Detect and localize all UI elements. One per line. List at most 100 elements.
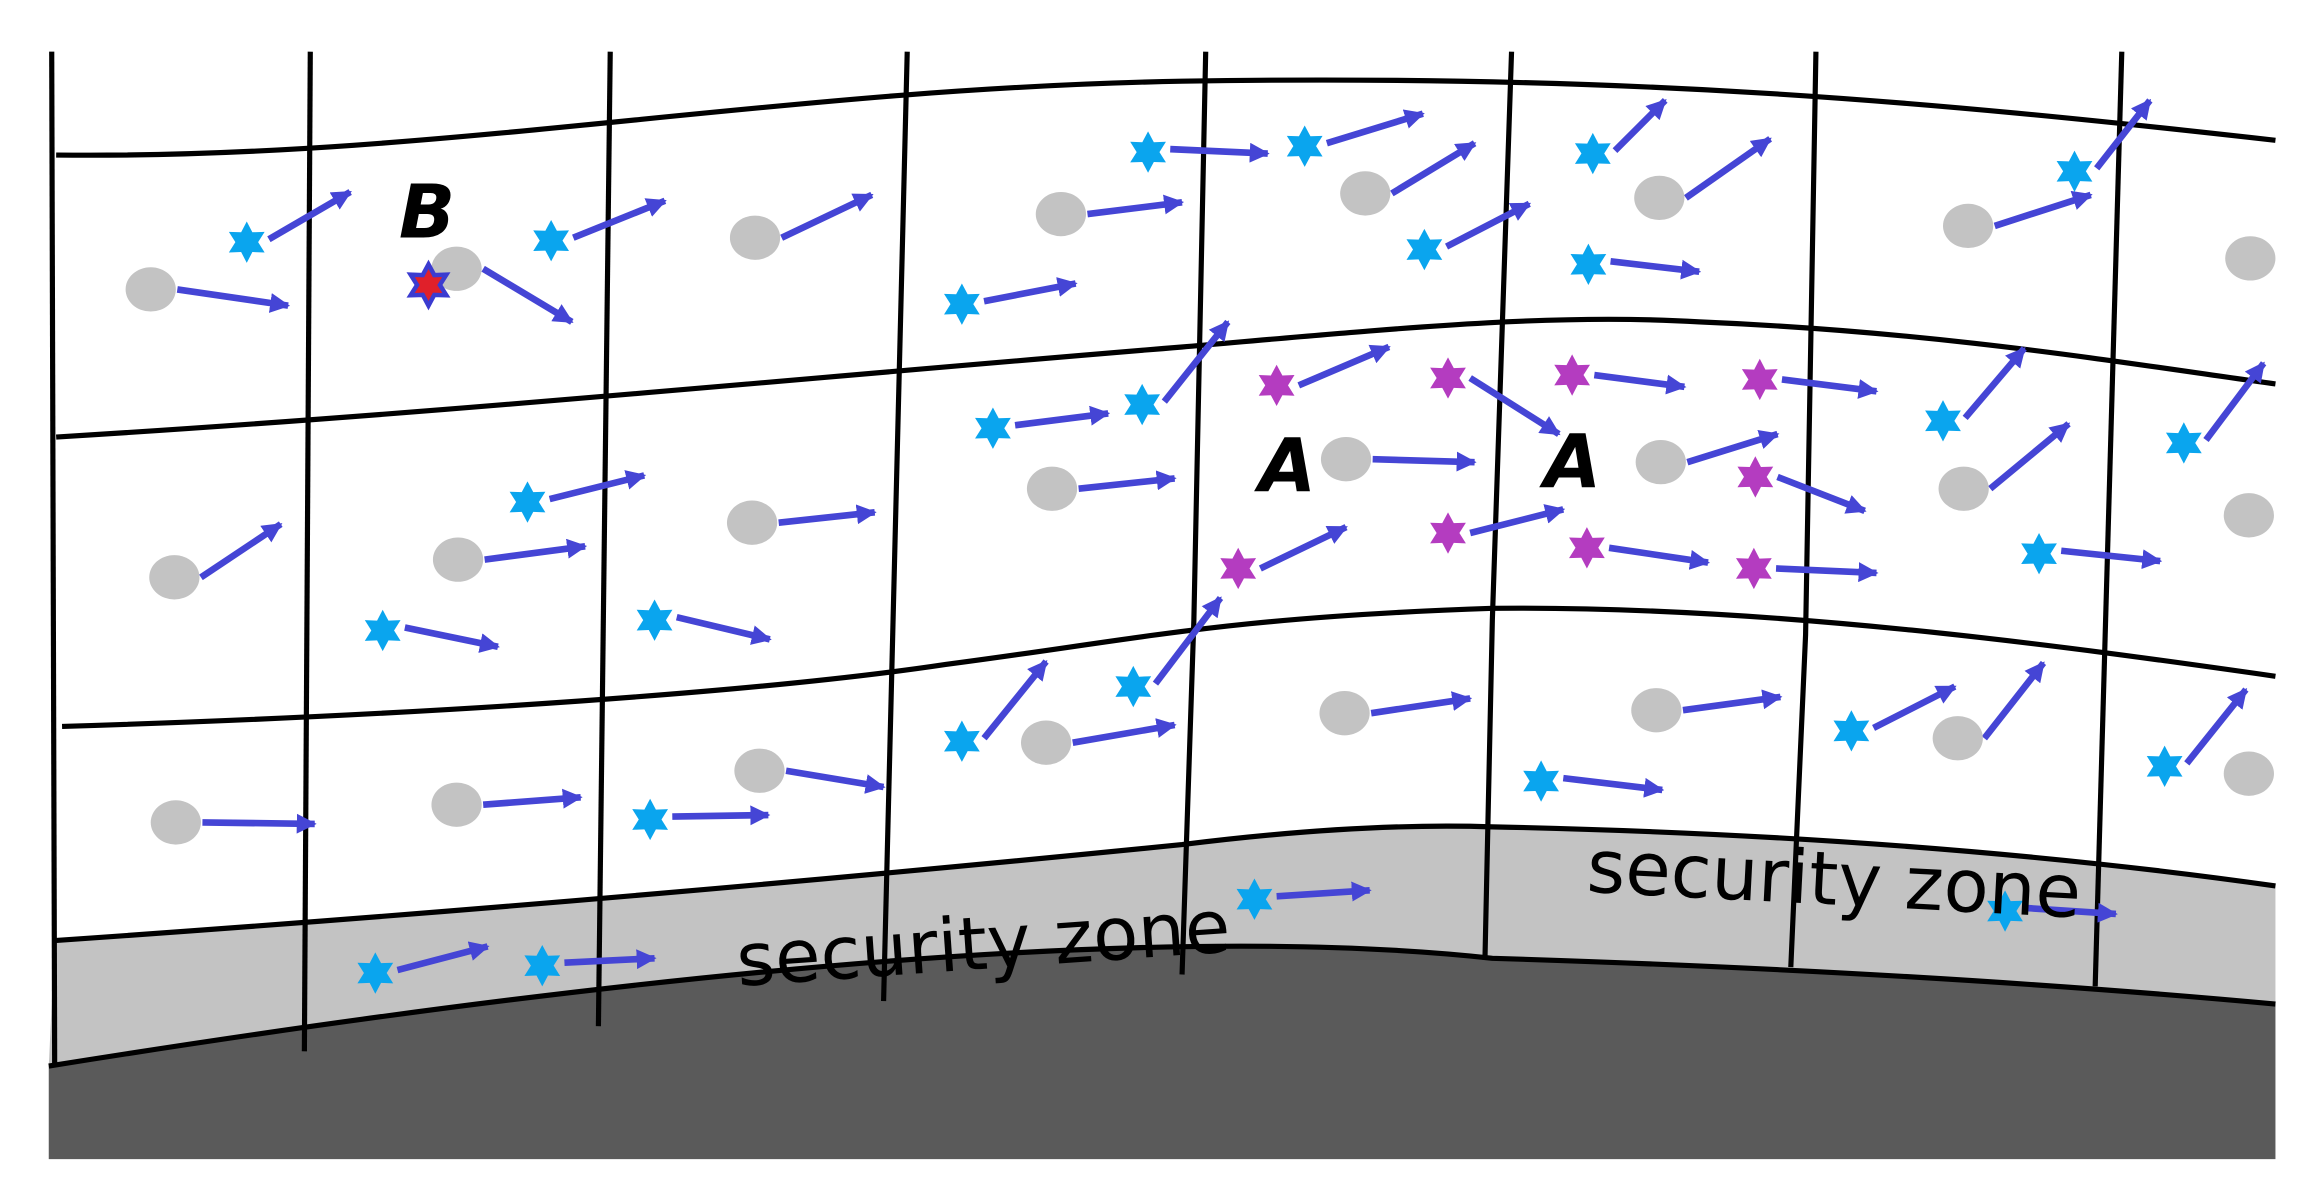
velocity-arrow	[1686, 429, 1780, 466]
gray-circle-node	[432, 537, 484, 582]
blue-star-icon	[1574, 132, 1611, 175]
velocity-arrow	[1962, 346, 2027, 421]
velocity-arrow	[1078, 470, 1177, 493]
velocity-arrow	[983, 277, 1078, 305]
velocity-arrow	[1152, 595, 1224, 686]
gray-circle-node	[1635, 440, 1686, 485]
blue-star-icon	[1130, 131, 1166, 173]
blue-star-icon	[2146, 745, 2183, 787]
blue-star-icon	[364, 609, 401, 652]
velocity-arrow	[1781, 376, 1879, 399]
velocity-arrow	[2094, 98, 2153, 171]
velocity-arrow	[1161, 319, 1231, 404]
blue-star-icon	[1987, 890, 2023, 932]
blue-star-icon	[1124, 383, 1161, 426]
blue-star-icon	[636, 599, 673, 641]
gray-circle-node	[150, 800, 201, 845]
horizontal-grid-lines	[48, 77, 2276, 1069]
gray-circle-node	[734, 748, 785, 793]
gray-circle-node	[1026, 466, 1078, 511]
blue-star-icon	[2056, 150, 2093, 192]
velocity-arrow	[1683, 136, 1773, 201]
magenta-star-icon	[1258, 364, 1295, 407]
label-a-left: A	[1254, 424, 1316, 510]
velocity-arrow	[1370, 691, 1473, 717]
magenta-star-icon	[1430, 357, 1466, 399]
blue-star-icon	[1523, 760, 1559, 802]
magenta-star-icon	[1741, 358, 1778, 401]
velocity-arrow	[482, 788, 583, 809]
velocity-arrow	[1390, 140, 1477, 197]
blue-star-icon	[1236, 878, 1273, 920]
blue-star-icon	[1570, 243, 1607, 285]
magenta-star-icon	[1735, 547, 1772, 590]
gray-circle-node	[149, 555, 200, 600]
velocity-arrow	[1072, 718, 1177, 746]
gray-circle-node	[431, 782, 482, 827]
special-star-b-icon	[406, 259, 451, 311]
velocity-arrow	[404, 624, 500, 653]
blue-star-icon	[357, 952, 394, 994]
blue-star-icon	[1115, 665, 1152, 708]
velocity-arrow	[396, 941, 490, 974]
gray-circle-node	[1020, 720, 1072, 765]
blue-star-icon	[1833, 710, 1870, 752]
gray-circle-node	[1035, 191, 1087, 237]
velocity-arrow	[2026, 902, 2118, 923]
gray-circle-node	[1631, 688, 1682, 733]
velocity-arrow	[1608, 544, 1711, 570]
magenta-star-icon	[1554, 354, 1591, 396]
velocity-arrow	[1988, 421, 2071, 492]
velocity-arrow	[1872, 683, 1957, 731]
velocity-arrow	[1469, 504, 1566, 537]
blue-star-icon	[1406, 228, 1443, 271]
velocity-arrow	[1776, 473, 1867, 514]
gray-circle-node	[2225, 236, 2276, 281]
blue-star-icon	[975, 407, 1011, 449]
gray-circle-node	[1320, 437, 1372, 482]
velocity-arrow	[2203, 361, 2267, 443]
blue-star-icon	[632, 798, 669, 841]
velocity-arrow	[1468, 375, 1561, 437]
velocity-arrow	[2060, 547, 2163, 570]
blue-star-icon	[944, 720, 980, 762]
blue-star-icon	[509, 481, 546, 523]
velocity-arrow	[548, 470, 647, 503]
gray-circle-node	[1942, 203, 1994, 249]
ground-area	[48, 946, 2276, 1160]
velocity-arrow	[672, 805, 771, 826]
magenta-star-icon	[1430, 512, 1466, 554]
velocity-arrow	[267, 189, 352, 243]
velocity-arrow	[1610, 258, 1702, 280]
nodes-layer	[125, 125, 2276, 994]
gray-circle-node	[2223, 493, 2274, 538]
gray-circle-node	[726, 500, 778, 545]
magenta-star-icon	[1569, 527, 1605, 569]
gray-circle-node	[1340, 171, 1391, 216]
velocity-arrow	[1775, 562, 1879, 583]
velocity-arrow	[1372, 451, 1477, 472]
magenta-star-icon	[1220, 547, 1257, 590]
velocity-arrow	[1593, 371, 1687, 395]
velocity-arrow	[1297, 343, 1391, 389]
velocity-arrow	[780, 191, 874, 241]
velocity-arrow	[176, 286, 291, 313]
velocity-arrow	[981, 659, 1049, 741]
velocity-arrow	[1682, 689, 1783, 714]
gray-circle-node	[1634, 175, 1685, 221]
velocity-arrow	[1014, 405, 1111, 429]
label-a-right: A	[1539, 419, 1601, 505]
gray-circle-node	[1938, 466, 1989, 511]
velocity-arrow	[1981, 660, 2047, 741]
velocity-arrow	[1258, 524, 1348, 572]
velocity-arrow	[778, 504, 877, 526]
velocity-arrow	[1276, 881, 1372, 902]
velocity-arrow	[564, 949, 657, 970]
blue-star-icon	[1286, 125, 1323, 167]
velocity-arrow	[1612, 98, 1668, 153]
velocity-arrow	[481, 265, 574, 325]
label-b: B	[399, 170, 455, 256]
blue-star-icon	[524, 944, 561, 987]
velocity-arrow	[1325, 109, 1425, 147]
